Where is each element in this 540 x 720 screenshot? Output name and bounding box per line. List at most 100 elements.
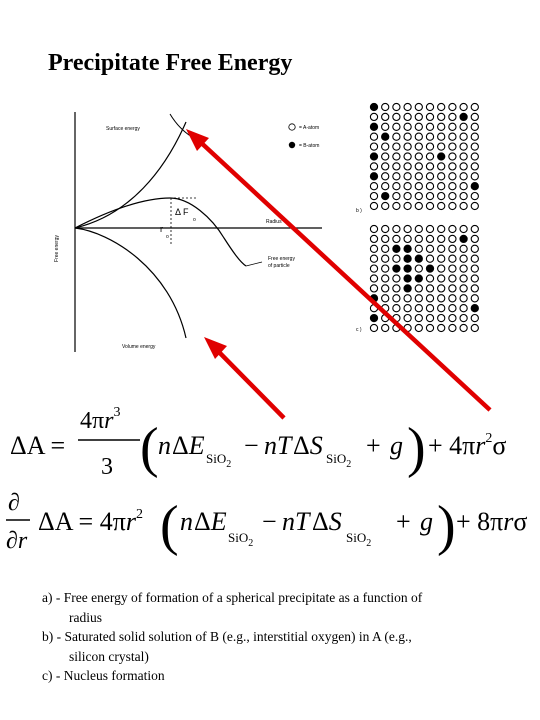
svg-text:ΔS: ΔS — [293, 431, 323, 460]
svg-text:ΔS: ΔS — [312, 507, 342, 536]
svg-text:(: ( — [160, 495, 179, 557]
a-atom — [403, 112, 412, 122]
a-atom — [448, 201, 457, 211]
a-atom — [403, 172, 412, 181]
svg-text:SiO2: SiO2 — [346, 530, 371, 549]
a-atom — [369, 224, 379, 234]
a-atom — [403, 234, 412, 244]
a-atom — [459, 264, 468, 273]
b-atom — [369, 172, 379, 181]
a-atom — [437, 323, 446, 333]
a-atom — [425, 304, 435, 313]
a-atom — [381, 234, 390, 244]
legend-b-label: = B-atom — [299, 143, 319, 149]
a-atom — [437, 274, 446, 283]
svg-text:4πr3: 4πr3 — [80, 405, 120, 434]
a-atom — [459, 191, 468, 201]
a-atom — [403, 182, 412, 191]
a-atom — [470, 313, 479, 323]
b-atom — [403, 264, 412, 273]
a-atom — [381, 152, 390, 161]
a-atom — [459, 323, 468, 333]
a-atom — [459, 254, 468, 263]
a-atom — [437, 172, 446, 181]
a-atom — [437, 102, 446, 112]
a-atom — [403, 122, 412, 131]
a-atom — [392, 304, 401, 313]
b-atom — [369, 313, 379, 323]
caption-a: a) - Free energy of formation of a spher… — [42, 588, 522, 627]
b-atom — [392, 244, 401, 253]
a-atom — [425, 201, 435, 211]
a-atom — [459, 294, 468, 303]
a-atom — [425, 122, 435, 131]
svg-text:∂: ∂ — [8, 490, 20, 516]
panel-b-label: b ) — [356, 208, 362, 214]
a-atom — [381, 162, 390, 171]
a-atom — [470, 274, 479, 283]
a-atom — [437, 112, 446, 122]
b-atom — [369, 122, 379, 131]
a-atom — [448, 234, 457, 244]
equation-derivative: ∂ ∂r ΔA = 4πr2 ( n ΔE SiO2 − nT ΔS SiO2 … — [6, 490, 527, 557]
a-atom — [369, 284, 379, 293]
a-atom — [470, 264, 479, 273]
a-atom — [392, 102, 401, 112]
a-atom — [381, 224, 390, 234]
a-atom — [437, 224, 446, 234]
a-atom — [414, 224, 423, 234]
caption-b: b) - Saturated solid solution of B (e.g.… — [42, 627, 522, 666]
a-atom — [448, 284, 457, 293]
b-atom — [381, 132, 390, 141]
a-atom — [437, 284, 446, 293]
a-atom — [459, 201, 468, 211]
b-atom — [403, 244, 412, 253]
a-atom — [369, 191, 379, 201]
svg-text:ΔA = 4πr2: ΔA = 4πr2 — [38, 507, 143, 536]
caption-a-line1: a) - Free energy of formation of a spher… — [42, 590, 423, 605]
a-atom — [392, 201, 401, 211]
b-atom — [369, 152, 379, 161]
a-atom — [448, 244, 457, 253]
a-atom — [403, 162, 412, 171]
legend-filled-marker — [288, 141, 296, 149]
a-atom — [381, 102, 390, 112]
a-atom — [403, 294, 412, 303]
a-atom — [392, 254, 401, 263]
svg-text:−: − — [262, 507, 277, 536]
a-atom — [437, 304, 446, 313]
a-atom — [448, 142, 457, 151]
a-atom — [392, 112, 401, 122]
a-atom — [470, 172, 479, 181]
a-atom — [470, 201, 479, 211]
radius-subscript: o — [166, 234, 169, 240]
a-atom — [437, 264, 446, 273]
a-atom — [470, 234, 479, 244]
a-atom — [448, 172, 457, 181]
a-atom — [392, 132, 401, 141]
svg-text:+: + — [396, 507, 411, 536]
svg-text:+: + — [366, 431, 381, 460]
a-atom — [414, 284, 423, 293]
a-atom — [448, 191, 457, 201]
a-atom — [369, 254, 379, 263]
a-atom — [448, 274, 457, 283]
a-atom — [369, 132, 379, 141]
a-atom — [381, 244, 390, 253]
a-atom — [403, 132, 412, 141]
radius-axis-label: Radius — [266, 219, 282, 225]
b-atom — [470, 304, 479, 313]
a-atom — [470, 112, 479, 122]
a-atom — [369, 112, 379, 122]
a-atom — [470, 142, 479, 151]
b-atom — [414, 274, 423, 283]
a-atom — [448, 264, 457, 273]
svg-text:ΔA =: ΔA = — [10, 431, 65, 460]
panel-c-label: c ) — [356, 327, 362, 333]
a-atom — [470, 323, 479, 333]
a-atom — [381, 182, 390, 191]
a-atom — [425, 294, 435, 303]
a-atom — [448, 224, 457, 234]
svg-text:SiO2: SiO2 — [206, 451, 231, 470]
svg-text:nT: nT — [282, 507, 311, 536]
